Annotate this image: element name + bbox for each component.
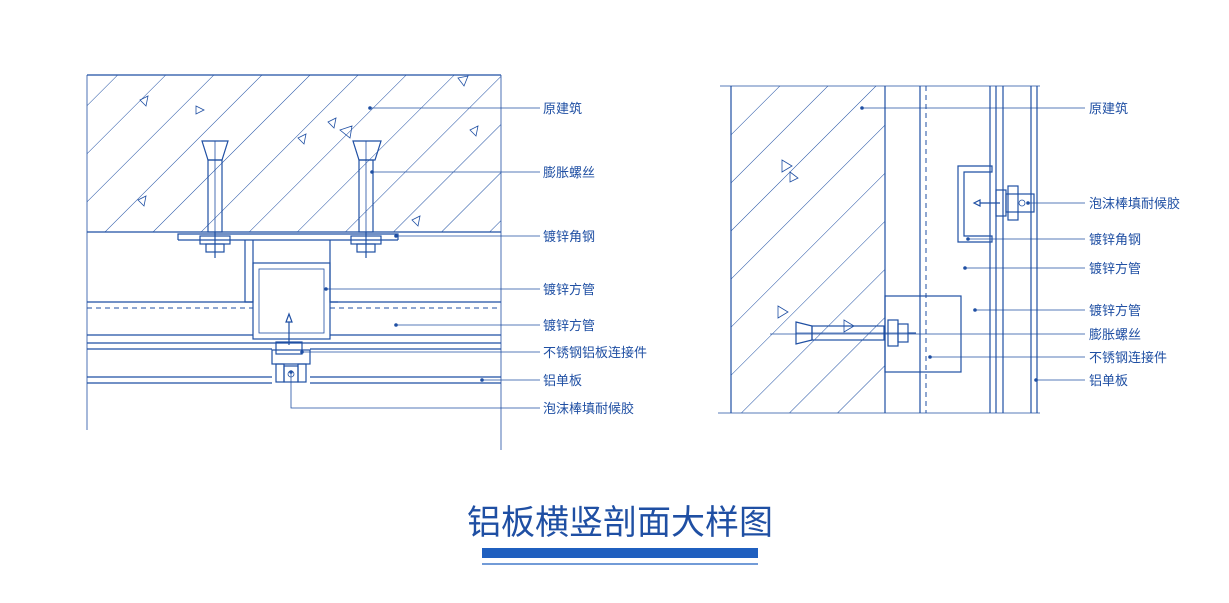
right-vertical-tubes [919, 86, 1038, 413]
right-label-stainless-connector: 不锈钢连接件 [1089, 350, 1167, 366]
title-underline-bar [482, 548, 758, 558]
right-concrete-wall [731, 86, 885, 413]
left-label-aluminum-panel: 铝单板 [543, 374, 582, 389]
right-label-galvanized-angle: 镀锌角钢 [1089, 232, 1141, 248]
right-label-galvanized-square-tube-2: 镀锌方管 [1089, 303, 1141, 319]
left-concrete-wall [87, 75, 501, 232]
left-label-stainless-aluminum-connector: 不锈钢铝板连接件 [543, 345, 647, 361]
left-section: 原建筑 膨胀螺丝 镀锌角钢 镀锌方管 镀锌方管 不锈钢铝板连接件 铝单板 泡沫棒… [86, 74, 647, 450]
right-label-galvanized-square-tube-1: 镀锌方管 [1089, 261, 1141, 277]
right-label-foam-rod-sealant: 泡沫棒填耐候胶 [1089, 196, 1180, 212]
right-label-aluminum-panel: 铝单板 [1089, 374, 1128, 389]
left-label-galvanized-square-tube-2: 镀锌方管 [543, 318, 595, 334]
left-aggregate-marks [137, 75, 479, 227]
left-label-expansion-bolt: 膨胀螺丝 [543, 166, 595, 181]
left-horizontal-tube [87, 301, 501, 336]
right-leaders [770, 106, 1085, 382]
right-galvanized-angle [957, 165, 993, 243]
left-label-galvanized-square-tube-1: 镀锌方管 [543, 282, 595, 298]
left-label-foam-rod-sealant: 泡沫棒填耐候胶 [543, 401, 634, 417]
right-expansion-bolt [795, 319, 916, 347]
left-label-galvanized-angle: 镀锌角钢 [543, 229, 595, 245]
left-leaders [289, 106, 540, 409]
drawing-title: 铝板横竖剖面大样图 [467, 503, 773, 543]
right-top-connector [972, 185, 1035, 221]
left-square-tube [252, 262, 331, 340]
right-label-expansion-bolt: 膨胀螺丝 [1089, 328, 1141, 343]
left-expansion-bolt-2 [350, 140, 382, 258]
title-block: 铝板横竖剖面大样图 [467, 503, 773, 565]
left-label-original-building: 原建筑 [543, 101, 582, 117]
right-section: 原建筑 泡沫棒填耐候胶 镀锌角钢 镀锌方管 镀锌方管 膨胀螺丝 不锈钢连接件 铝… [718, 85, 1180, 414]
left-aluminum-panel [87, 342, 501, 384]
right-label-original-building: 原建筑 [1089, 101, 1128, 117]
